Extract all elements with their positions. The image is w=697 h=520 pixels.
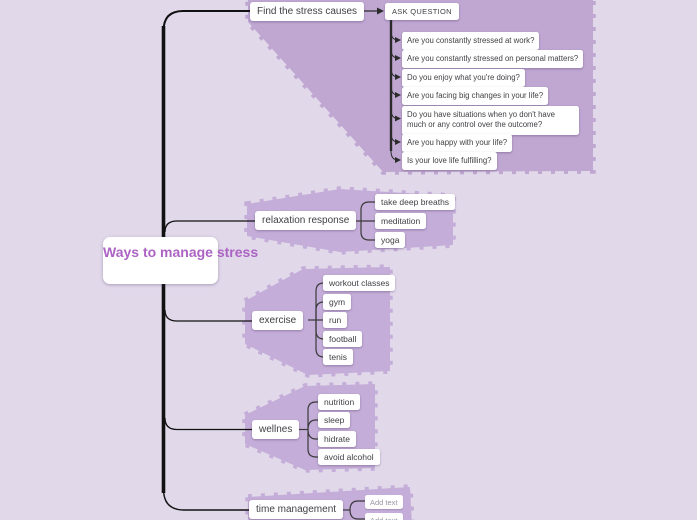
question-node[interactable]: Do you enjoy what you're doing? — [402, 69, 525, 87]
root-node[interactable]: Ways to manage stress — [103, 237, 258, 284]
question-node[interactable]: Are you happy with your life? — [402, 134, 513, 152]
branch-node-stress-causes[interactable]: Find the stress causes — [250, 2, 365, 21]
exercise-connectors — [308, 282, 325, 358]
question-node[interactable]: Are you constantly stressed at work? — [402, 32, 540, 50]
child-node-tenis[interactable]: tenis — [323, 349, 353, 365]
branch-node-exercise[interactable]: exercise — [252, 311, 304, 330]
child-node-run[interactable]: run — [323, 312, 348, 328]
branch-node-time-management[interactable]: time management — [249, 500, 344, 519]
question-node[interactable]: Is your love life fulfilling? — [402, 152, 497, 170]
child-node-nutrition[interactable]: nutrition — [318, 394, 361, 410]
child-node-take-deep-breaths[interactable]: take deep breaths — [375, 194, 456, 210]
branch-node-wellness[interactable]: wellnes — [252, 420, 300, 439]
branch-node-relaxation[interactable]: relaxation response — [255, 211, 357, 230]
question-node[interactable]: Are you constantly stressed on personal … — [402, 50, 584, 68]
child-node-football[interactable]: football — [323, 331, 363, 347]
child-node-yoga[interactable]: yoga — [375, 232, 406, 248]
placeholder-node-add-text[interactable]: Add text — [365, 513, 403, 520]
child-node-hidrate[interactable]: hidrate — [318, 431, 356, 447]
child-node-avoid-alcohol[interactable]: avoid alcohol — [318, 449, 380, 465]
question-node[interactable]: Are you facing big changes in your life? — [402, 87, 549, 105]
placeholder-node-add-text[interactable]: Add text — [365, 495, 403, 509]
question-node[interactable]: Do you have situations when yo don't hav… — [402, 106, 579, 135]
cloud-exercise — [242, 264, 393, 378]
child-node-gym[interactable]: gym — [323, 294, 352, 310]
child-node-workout-classes[interactable]: workout classes — [323, 275, 396, 291]
child-node-meditation[interactable]: meditation — [375, 213, 427, 229]
subtopic-node-ask-question[interactable]: ASK QUESTION — [385, 3, 459, 20]
child-node-sleep[interactable]: sleep — [318, 412, 351, 428]
arrowheads — [377, 7, 401, 163]
